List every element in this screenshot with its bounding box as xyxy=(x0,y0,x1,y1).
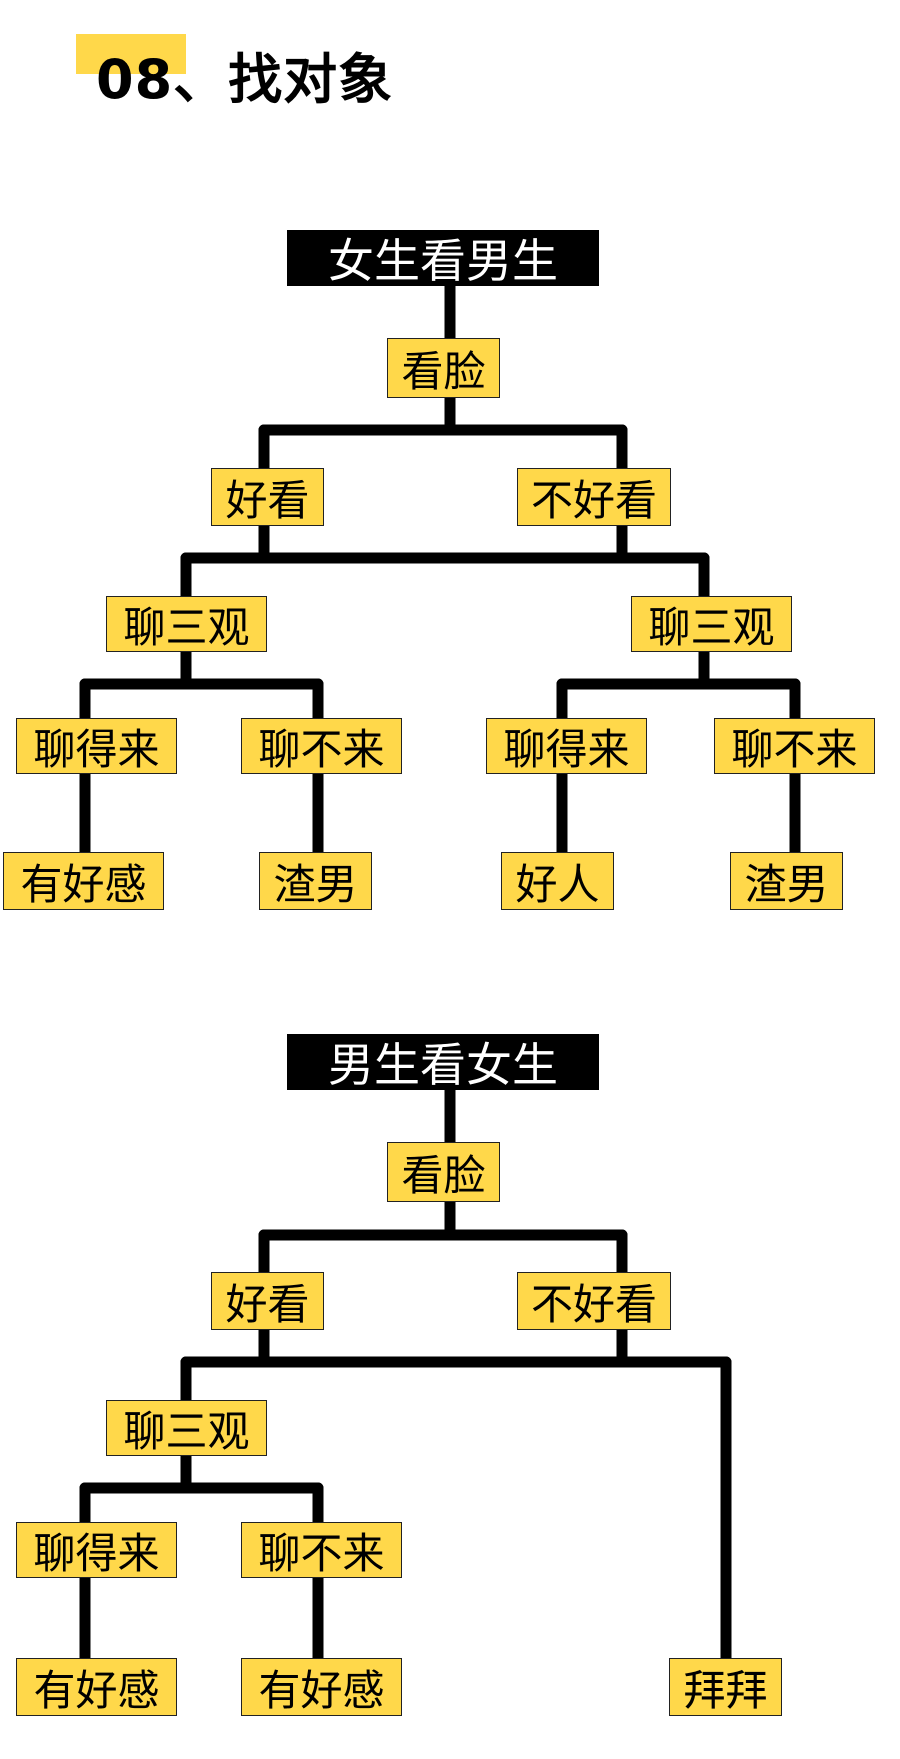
title-highlight-bar xyxy=(76,34,186,74)
tree1-leaf-crush: 有好感 xyxy=(3,852,164,910)
tree2-leaf-bye-bye: 拜拜 xyxy=(669,1658,782,1716)
tree2-node-values: 聊三观 xyxy=(106,1400,267,1456)
tree2-root-node: 男生看女生 xyxy=(287,1034,599,1092)
tree1-node-good-looking: 好看 xyxy=(211,468,324,526)
tree1-node-not-good-looking: 不好看 xyxy=(517,468,671,526)
tree1-leaf-nice-guy: 好人 xyxy=(501,852,614,910)
decision-tree-girls-view: 女生看男生 看脸 好看 不好看 聊三观 聊三观 聊得来 聊不来 聊得来 聊不来 … xyxy=(3,230,875,910)
tree1-node-compatible-2: 聊得来 xyxy=(486,718,647,774)
tree2-leaf-crush-1: 有好感 xyxy=(16,1658,177,1716)
tree2-node-good-looking: 好看 xyxy=(211,1272,324,1330)
tree2-node-not-good-looking: 不好看 xyxy=(517,1272,671,1330)
tree1-leaf-scumbag-2: 渣男 xyxy=(730,852,843,910)
tree1-node-look-face: 看脸 xyxy=(387,338,500,398)
tree2-leaf-crush-2: 有好感 xyxy=(241,1658,402,1716)
tree1-leaf-scumbag-1: 渣男 xyxy=(259,852,372,910)
page-title: 08、找对象 xyxy=(96,48,394,111)
tree1-root-node: 女生看男生 xyxy=(287,230,599,288)
tree1-node-values-left: 聊三观 xyxy=(106,596,267,652)
tree1-node-incompatible-2: 聊不来 xyxy=(714,718,875,774)
tree2-node-look-face: 看脸 xyxy=(387,1142,500,1202)
tree1-connectors xyxy=(79,277,801,858)
header: 08、找对象 xyxy=(0,0,900,130)
tree1-node-values-right: 聊三观 xyxy=(631,596,792,652)
tree2-node-compatible: 聊得来 xyxy=(16,1522,177,1578)
tree2-node-incompatible: 聊不来 xyxy=(241,1522,402,1578)
tree1-node-incompatible-1: 聊不来 xyxy=(241,718,402,774)
tree1-node-compatible-1: 聊得来 xyxy=(16,718,177,774)
